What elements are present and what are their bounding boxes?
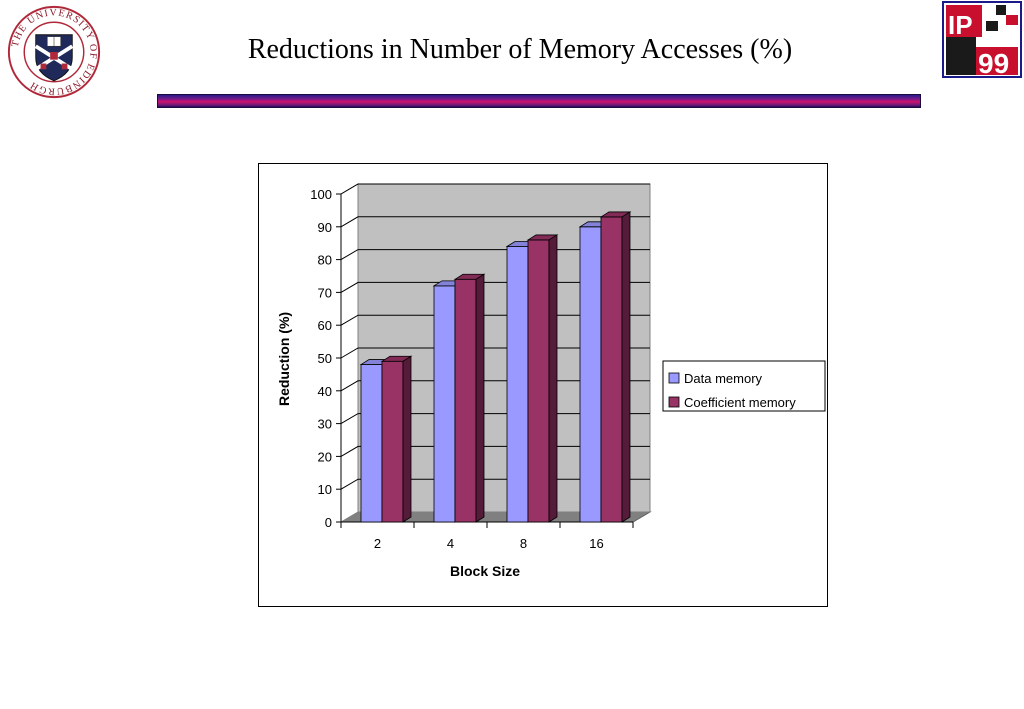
- gridline: [340, 216, 650, 228]
- y-tick-label: 20: [318, 449, 332, 464]
- x-tick-label: 8: [520, 536, 527, 551]
- legend-box: [662, 360, 826, 412]
- title-divider: [157, 94, 921, 108]
- chart-frame: 0 10 20 30 40 50 60 70 80 90 100 2 4 8 16 Reduction (%…: [258, 163, 828, 607]
- y-tick-label: 30: [318, 417, 332, 432]
- bar-front: [579, 226, 602, 523]
- bar-front: [454, 278, 477, 523]
- chart-labels: 0 10 20 30 40 50 60 70 80 90 100 2 4 8 16: [310, 187, 603, 551]
- bar-side: [621, 211, 631, 523]
- y-tick-label: 40: [318, 384, 332, 399]
- chart-bars: [359, 211, 632, 523]
- logo-outer-ring: [7, 5, 101, 99]
- bar-front: [600, 216, 623, 523]
- gridline: [340, 183, 650, 195]
- legend-label: Data memory: [684, 371, 763, 386]
- y-axis-title: Reduction (%): [276, 312, 292, 406]
- y-tick-label: 100: [310, 187, 332, 202]
- y-tick-label: 0: [325, 515, 332, 530]
- legend-swatch: [668, 372, 680, 384]
- university-of-edinburgh-logo: THE UNIVERSITY OF EDINBURGH: [7, 5, 101, 99]
- y-tick-label: 50: [318, 351, 332, 366]
- x-tick-label: 16: [589, 536, 603, 551]
- legend-swatch: [668, 396, 680, 408]
- slide-title: Reductions in Number of Memory Accesses …: [247, 34, 793, 65]
- x-axis-title: Block Size: [450, 563, 520, 579]
- bar-front: [506, 246, 529, 523]
- y-tick-label: 80: [318, 253, 332, 268]
- bar-front: [433, 285, 456, 523]
- bar-front: [527, 239, 550, 523]
- bar-side: [475, 273, 485, 523]
- bar-front: [381, 360, 404, 523]
- y-tick-label: 90: [318, 220, 332, 235]
- bar-side: [402, 355, 412, 523]
- ip99-logo-text-top: IP: [948, 10, 973, 40]
- y-tick-label: 70: [318, 285, 332, 300]
- legend-label: Coefficient memory: [684, 395, 796, 410]
- bar-side: [548, 234, 558, 523]
- ip99-logo: IP 99: [942, 1, 1022, 78]
- x-tick-label: 2: [374, 536, 381, 551]
- bar-chart: 0 10 20 30 40 50 60 70 80 90 100 2 4 8 16 Reduction (%…: [276, 183, 826, 579]
- ip99-logo-text-bottom: 99: [978, 48, 1009, 78]
- y-tick-label: 60: [318, 318, 332, 333]
- x-tick-label: 4: [447, 536, 454, 551]
- y-tick-label: 10: [318, 482, 332, 497]
- bar-front: [360, 364, 383, 523]
